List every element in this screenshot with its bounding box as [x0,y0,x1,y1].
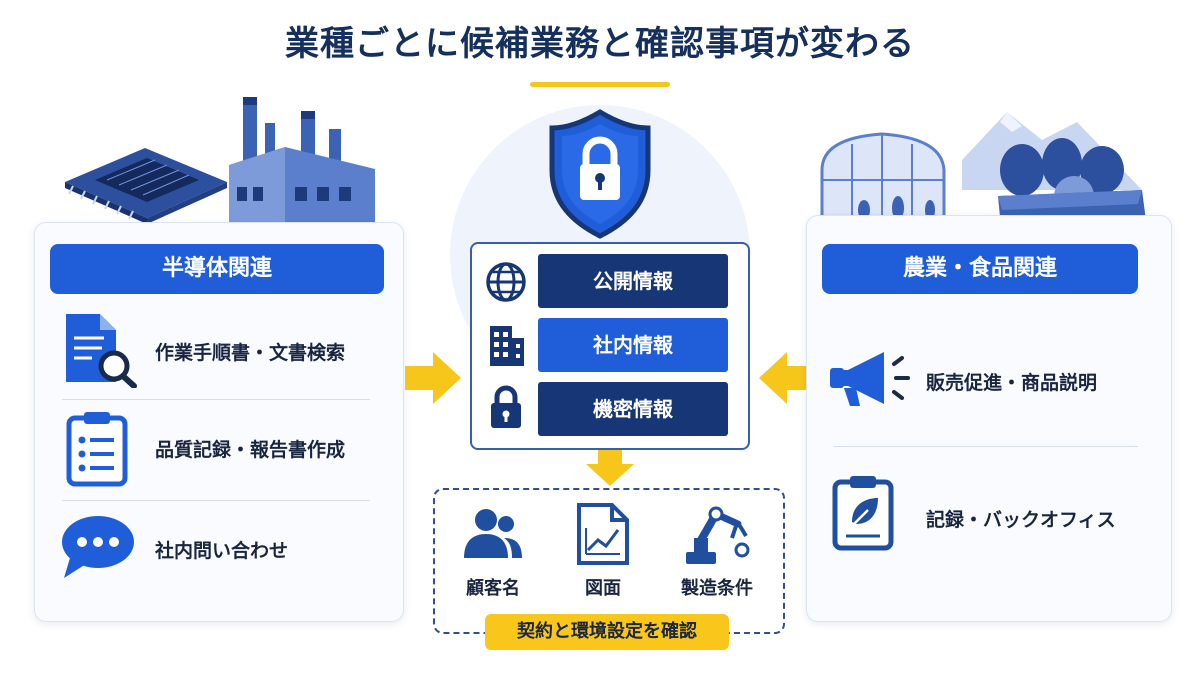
clipboard-leaf-icon [832,476,894,551]
factory-illustration [229,97,375,223]
shield-lock-icon [549,109,651,239]
arrow-left-icon [759,352,815,404]
divider [834,446,1138,447]
level-public: 公開情報 [538,254,728,308]
lock-icon [491,385,521,428]
left-item-label-1: 作業手順書・文書検索 [155,342,346,364]
divider [62,500,370,501]
clipboard-list-icon [66,412,128,487]
globe-icon [486,262,526,302]
robot-arm-icon [686,506,750,564]
document-search-icon [66,314,137,388]
right-item-label-1: 販売促進・商品説明 [926,372,1098,394]
arrow-down-icon [586,450,634,486]
divider [62,399,370,400]
confirm-badge: 契約と環境設定を確認 [485,614,729,650]
check-label-drawing: 図面 [585,578,621,599]
semiconductor-heading: 半導体関連 [50,244,384,294]
chip-illustration [65,148,227,224]
level-confidential: 機密情報 [538,382,728,436]
title-underline [530,82,670,87]
arrow-right-icon [405,352,461,404]
users-icon [464,509,522,558]
page-title: 業種ごとに候補業務と確認事項が変わる [285,24,915,64]
left-item-label-3: 社内問い合わせ [155,540,289,562]
information-levels-box: 公開情報 社内情報 機密情報 [470,242,750,450]
check-label-customer: 顧客名 [466,578,520,599]
left-item-label-2: 品質記録・報告書作成 [155,439,346,461]
agri-food-heading: 農業・食品関連 [822,244,1138,294]
megaphone-icon [830,352,910,406]
right-item-label-2: 記録・バックオフィス [926,509,1116,531]
drawing-icon [577,503,629,565]
building-icon [490,326,524,366]
level-internal: 社内情報 [538,318,728,372]
chat-bubble-icon [62,516,134,578]
check-label-conditions: 製造条件 [681,578,753,599]
